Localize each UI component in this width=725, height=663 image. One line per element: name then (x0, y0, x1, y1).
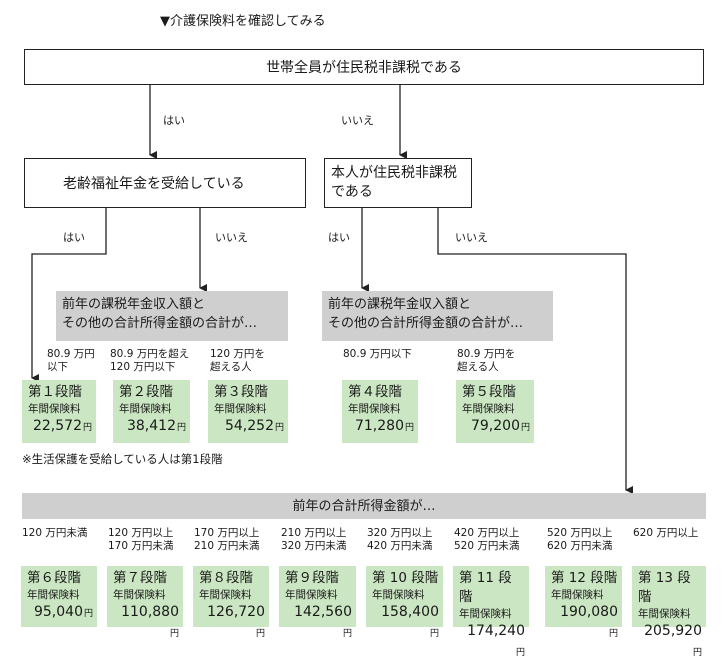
tier-5: 第５段階 年間保険料 79,200円 (456, 380, 534, 443)
income-question-right: 前年の課税年金収入額と その他の合計所得金額の合計が… (322, 291, 553, 341)
threshold-tier9: 210 万円以上 320 万円未満 (281, 527, 347, 552)
tier-premium-label: 年間保険料 (214, 403, 267, 415)
tier-amount: 95,040円 (33, 604, 93, 620)
tier-premium-label: 年間保険料 (372, 589, 425, 601)
tier-13: 第 13 段階 年間保険料 205,920円 (632, 566, 706, 658)
threshold-tier10: 320 万円以上 420 万円未満 (367, 527, 433, 552)
tier-6: 第６段階 年間保険料 95,040円 (21, 566, 97, 627)
label-no-1: いいえ (341, 114, 374, 127)
tier-amount: 205,920円 (644, 623, 702, 658)
tier-1: 第１段階 年間保険料 22,572円 (22, 380, 96, 443)
tier-premium-label: 年間保険料 (113, 589, 166, 601)
threshold-tier6: 120 万円未満 (22, 527, 88, 539)
tier-name: 第 11 段階 (459, 570, 512, 605)
tier-premium-label: 年間保険料 (462, 403, 515, 415)
tier-amount: 54,252円 (224, 418, 284, 434)
tier-name: 第９段階 (285, 570, 339, 586)
question-household-text: 世帯全員が住民税非課税である (266, 60, 462, 76)
arrow-pension-yes (31, 208, 107, 382)
tier-amount: 38,412円 (126, 418, 186, 434)
tier-premium-label: 年間保険料 (119, 403, 172, 415)
tier-amount: 110,880円 (121, 604, 179, 639)
tier-name: 第１段階 (28, 384, 82, 400)
threshold-tier7: 120 万円以上 170 万円未満 (108, 527, 174, 552)
tier-name: 第５段階 (462, 384, 516, 400)
threshold-tier2: 80.9 万円を超え 120 万円以下 (110, 348, 190, 373)
threshold-tier8: 170 万円以上 210 万円未満 (194, 527, 260, 552)
tier-amount: 190,080円 (560, 604, 618, 639)
income-left-line2: その他の合計所得金額の合計が… (62, 316, 258, 331)
label-yes-1: はい (163, 114, 185, 127)
question-pension: 老齢福祉年金を受給している (24, 158, 306, 208)
question-self-tax-exempt: 本人が住民税非課税 である (324, 158, 472, 208)
tier-12: 第 12 段階 年間保険料 190,080円 (545, 566, 622, 639)
tier-amount: 158,400円 (381, 604, 439, 639)
tier-premium-label: 年間保険料 (285, 589, 338, 601)
income-right-line2: その他の合計所得金額の合計が… (328, 316, 524, 331)
threshold-tier1: 80.9 万円 以下 (47, 348, 95, 373)
tier-premium-label: 年間保険料 (27, 589, 80, 601)
tier-7: 第７段階 年間保険料 110,880円 (107, 566, 183, 639)
tier-name: 第７段階 (113, 570, 167, 586)
tier-4: 第４段階 年間保険料 71,280円 (342, 380, 418, 443)
tier-premium-label: 年間保険料 (348, 403, 401, 415)
page-title: ▼介護保険料を確認してみる (160, 14, 326, 29)
income-total-text: 前年の合計所得金額が… (292, 499, 436, 514)
tier-name: 第 12 段階 (551, 570, 618, 586)
tier-amount: 126,720円 (207, 604, 265, 639)
label-no-3: いいえ (455, 231, 488, 244)
tier-3: 第３段階 年間保険料 54,252円 (208, 380, 288, 443)
tier-premium-label: 年間保険料 (459, 608, 512, 620)
question-household-tax-exempt: 世帯全員が住民税非課税である (24, 49, 704, 85)
question-self-line1: 本人が住民税非課税 (331, 165, 457, 181)
tier-amount: 174,240円 (467, 623, 525, 658)
tier-amount: 22,572円 (32, 418, 92, 434)
tier-amount: 71,280円 (354, 418, 414, 434)
tier-premium-label: 年間保険料 (638, 608, 691, 620)
flow-connectors (31, 84, 633, 494)
tier-name: 第２段階 (119, 384, 173, 400)
income-left-line1: 前年の課税年金収入額と (62, 297, 206, 312)
question-self-line2: である (331, 184, 373, 200)
tier-name: 第３段階 (214, 384, 268, 400)
tier-2: 第２段階 年間保険料 38,412円 (113, 380, 190, 443)
threshold-tier3: 120 万円を 超える人 (210, 348, 265, 373)
tier-amount: 142,560円 (294, 604, 352, 639)
question-pension-text: 老齢福祉年金を受給している (63, 176, 245, 192)
tier-9: 第９段階 年間保険料 142,560円 (279, 566, 356, 639)
threshold-tier12: 520 万円以上 620 万円未満 (547, 527, 613, 552)
tier-name: 第６段階 (27, 570, 81, 586)
arrow-self-no (437, 208, 633, 494)
tier-name: 第８段階 (199, 570, 253, 586)
tier-8: 第８段階 年間保険料 126,720円 (193, 566, 269, 639)
label-no-2: いいえ (215, 231, 248, 244)
tier-amount: 79,200円 (470, 418, 530, 434)
threshold-tier4: 80.9 万円以下 (343, 348, 412, 360)
tier-premium-label: 年間保険料 (551, 589, 604, 601)
tier-name: 第 10 段階 (372, 570, 439, 586)
welfare-note: ※生活保護を受給している人は第1段階 (22, 452, 223, 466)
threshold-tier5: 80.9 万円を 超える人 (457, 348, 516, 373)
tier-premium-label: 年間保険料 (28, 403, 81, 415)
income-right-line1: 前年の課税年金収入額と (328, 297, 472, 312)
tier-11: 第 11 段階 年間保険料 174,240円 (453, 566, 529, 658)
tier-name: 第４段階 (348, 384, 402, 400)
threshold-tier13: 620 万円以上 (633, 527, 699, 539)
income-question-left: 前年の課税年金収入額と その他の合計所得金額の合計が… (56, 291, 288, 341)
label-yes-2: はい (63, 231, 85, 244)
income-total-question: 前年の合計所得金額が… (22, 493, 706, 519)
tier-name: 第 13 段階 (638, 570, 691, 605)
tier-premium-label: 年間保険料 (199, 589, 252, 601)
tier-10: 第 10 段階 年間保険料 158,400円 (366, 566, 443, 639)
threshold-tier11: 420 万円以上 520 万円未満 (454, 527, 520, 552)
label-yes-3: はい (328, 231, 350, 244)
